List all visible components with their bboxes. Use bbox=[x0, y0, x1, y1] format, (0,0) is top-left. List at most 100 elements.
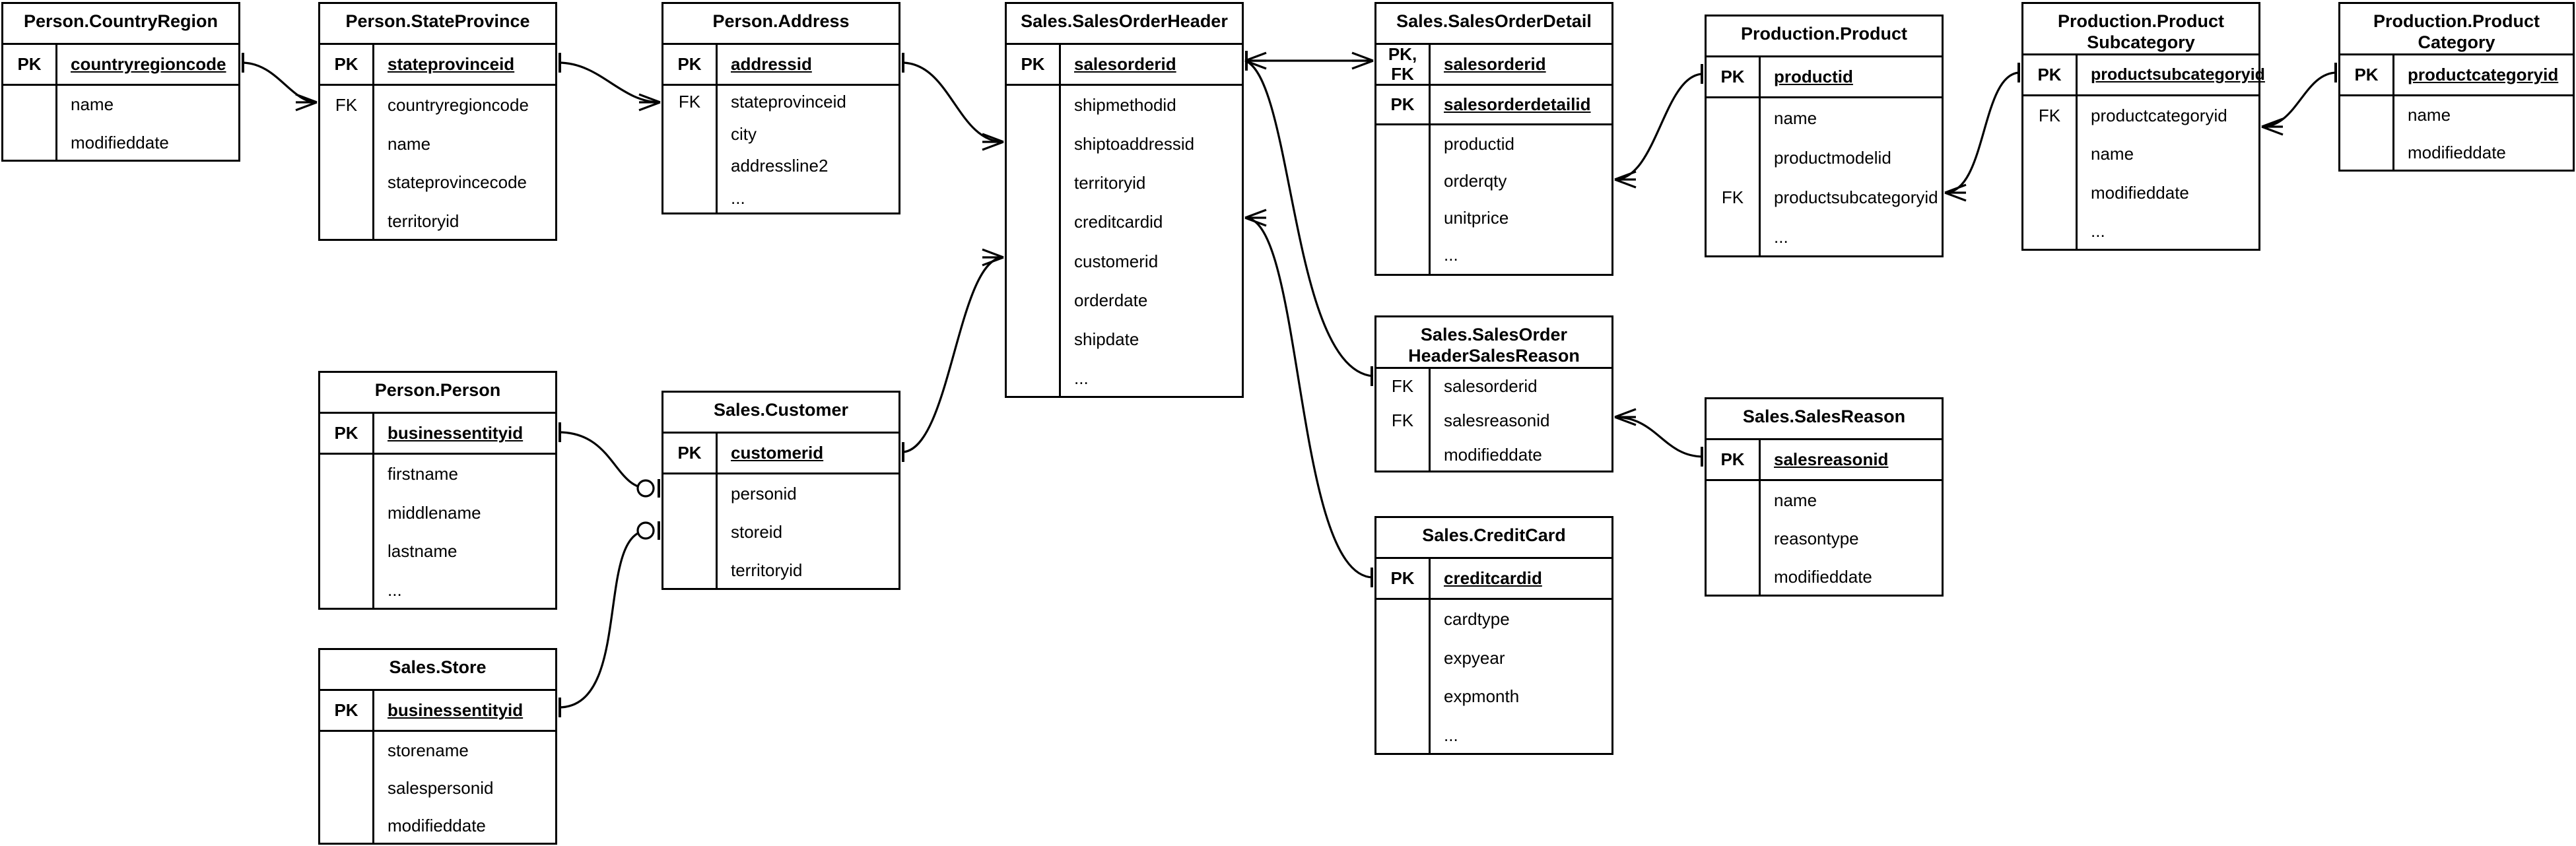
attribute-list: name reasontype modifieddate bbox=[1707, 481, 1942, 597]
entity-sales-salesreason[interactable]: Sales.SalesReason PK salesreasonid name … bbox=[1705, 397, 1944, 597]
attribute-list: personid storeid territoryid bbox=[663, 474, 898, 590]
edge-productsubcategory-productcategory bbox=[2261, 63, 2338, 136]
key-label: PK bbox=[1376, 559, 1431, 598]
entity-person-address[interactable]: Person.Address PK addressid FK stateprov… bbox=[661, 2, 900, 214]
pk-row: PK stateprovinceid bbox=[320, 45, 555, 86]
attr-name: middlename bbox=[388, 502, 481, 523]
entity-production-productcategory[interactable]: Production.Product Category PK productca… bbox=[2338, 2, 2575, 172]
key-label: PK, FK bbox=[1376, 45, 1431, 84]
attr-key bbox=[1007, 320, 1059, 359]
pkfk-row: PK, FK salesorderid bbox=[1376, 45, 1611, 86]
attribute-list: FK stateprovinceid city addressline2 ... bbox=[663, 86, 898, 214]
entity-person-countryregion[interactable]: Person.CountryRegion PK countryregioncod… bbox=[1, 2, 240, 162]
entity-sales-creditcard[interactable]: Sales.CreditCard PK creditcardid cardtyp… bbox=[1374, 516, 1613, 755]
attr-key bbox=[320, 455, 372, 494]
attr-key bbox=[1007, 86, 1059, 125]
entity-title: Person.Address bbox=[663, 4, 898, 45]
field-name: salesorderid bbox=[1444, 54, 1546, 74]
entity-person-person[interactable]: Person.Person PK businessentityid firstn… bbox=[318, 371, 557, 610]
attr-key bbox=[663, 150, 716, 183]
attr-key bbox=[1376, 600, 1429, 639]
pk-row: PK salesorderid bbox=[1007, 45, 1242, 86]
attr-name: addressline2 bbox=[731, 156, 829, 176]
attr-key bbox=[1376, 678, 1429, 717]
pk-row: PK addressid bbox=[663, 45, 898, 86]
attribute-keys: FK bbox=[1707, 98, 1761, 257]
attribute-keys: FK bbox=[663, 86, 718, 214]
attr-key bbox=[320, 202, 372, 241]
attr-name: ... bbox=[1444, 725, 1458, 746]
field-name: productsubcategoryid bbox=[2091, 65, 2265, 84]
attribute-keys: FK bbox=[320, 86, 374, 241]
attr-name: productcategoryid bbox=[2091, 105, 2227, 125]
attr-key: FK bbox=[1391, 375, 1414, 396]
attr-key bbox=[1707, 98, 1759, 138]
attr-key bbox=[1007, 203, 1059, 242]
attribute-keys bbox=[3, 86, 57, 162]
attr-key bbox=[320, 571, 372, 610]
entity-sales-salesorderheadersalesreason[interactable]: Sales.SalesOrder HeaderSalesReason FK FK… bbox=[1374, 315, 1613, 472]
edge-store-customer bbox=[558, 521, 660, 717]
attr-name: name bbox=[2091, 144, 2134, 164]
attr-name: stateprovinceid bbox=[731, 91, 846, 112]
attr-name: orderqty bbox=[1444, 170, 1507, 191]
attr-name: name bbox=[1774, 108, 1817, 128]
attr-key bbox=[1707, 481, 1759, 519]
pk-row: PK salesorderdetailid bbox=[1376, 86, 1611, 125]
entity-title: Sales.SalesReason bbox=[1707, 399, 1942, 440]
attr-name: creditcardid bbox=[1074, 212, 1163, 232]
field-name: stateprovinceid bbox=[388, 54, 515, 74]
field-name: businessentityid bbox=[388, 700, 524, 720]
attr-name: stateprovincecode bbox=[388, 172, 527, 193]
attr-name: storeid bbox=[731, 522, 783, 542]
attr-name: reasontype bbox=[1774, 529, 1859, 548]
attr-name: unitprice bbox=[1444, 208, 1509, 228]
attr-name: name bbox=[1774, 490, 1817, 510]
attr-name: ... bbox=[1074, 368, 1089, 388]
entity-title: Sales.CreditCard bbox=[1376, 518, 1611, 559]
attribute-keys bbox=[1007, 86, 1061, 398]
attr-name: productmodelid bbox=[1774, 147, 1891, 168]
attribute-keys bbox=[320, 732, 374, 845]
attr-name: name bbox=[71, 94, 114, 115]
attr-name: countryregioncode bbox=[388, 94, 529, 115]
attr-name: shiptoaddressid bbox=[1074, 134, 1195, 154]
attr-key bbox=[1376, 162, 1429, 199]
key-label: PK bbox=[2340, 55, 2394, 94]
entity-sales-salesorderdetail[interactable]: Sales.SalesOrderDetail PK, FK salesorder… bbox=[1374, 2, 1613, 276]
edge-countryregion-stateprovince bbox=[241, 53, 318, 112]
attr-key bbox=[320, 164, 372, 203]
attribute-names: name productmodelid productsubcategoryid… bbox=[1761, 98, 1942, 257]
entity-sales-salesorderheader[interactable]: Sales.SalesOrderHeader PK salesorderid s… bbox=[1005, 2, 1244, 398]
pk-row: PK businessentityid bbox=[320, 691, 555, 732]
entity-production-productsubcategory[interactable]: Production.Product Subcategory PK produc… bbox=[2021, 2, 2265, 251]
key-label: PK bbox=[3, 45, 57, 84]
key-label: PK bbox=[1376, 86, 1431, 123]
attr-key bbox=[320, 732, 372, 769]
field-name: productcategoryid bbox=[2408, 65, 2559, 84]
attribute-names: personid storeid territoryid bbox=[718, 474, 898, 590]
field-name: countryregioncode bbox=[71, 54, 226, 74]
attr-name: territoryid bbox=[1074, 173, 1146, 193]
attribute-keys: FK bbox=[2023, 96, 2078, 251]
attr-name: modifieddate bbox=[1774, 567, 1872, 587]
pk-row: PK salesreasonid bbox=[1707, 440, 1942, 481]
attr-name: modifieddate bbox=[2091, 182, 2189, 203]
entity-production-product[interactable]: Production.Product PK productid FK name … bbox=[1705, 15, 1944, 257]
attr-key bbox=[1007, 281, 1059, 320]
attr-key bbox=[1707, 558, 1759, 597]
attr-key bbox=[320, 807, 372, 845]
edge-salesorderheadersalesreason-salesreason bbox=[1614, 408, 1704, 467]
attribute-keys bbox=[663, 474, 718, 590]
attribute-names: cardtype expyear expmonth ... bbox=[1431, 600, 1611, 755]
key-label: PK bbox=[1707, 440, 1761, 479]
attr-key bbox=[320, 125, 372, 164]
entity-title: Sales.Customer bbox=[663, 393, 898, 434]
entity-sales-customer[interactable]: Sales.Customer PK customerid personid st… bbox=[661, 391, 900, 590]
entity-person-stateprovince[interactable]: Person.StateProvince PK stateprovinceid … bbox=[318, 2, 557, 241]
entity-title: Production.Product bbox=[1707, 16, 1942, 57]
attr-key bbox=[1707, 519, 1759, 558]
edge-product-productsubcategory bbox=[1944, 63, 2021, 202]
entity-sales-store[interactable]: Sales.Store PK businessentityid storenam… bbox=[318, 648, 557, 845]
attr-name: cardtype bbox=[1444, 608, 1510, 629]
